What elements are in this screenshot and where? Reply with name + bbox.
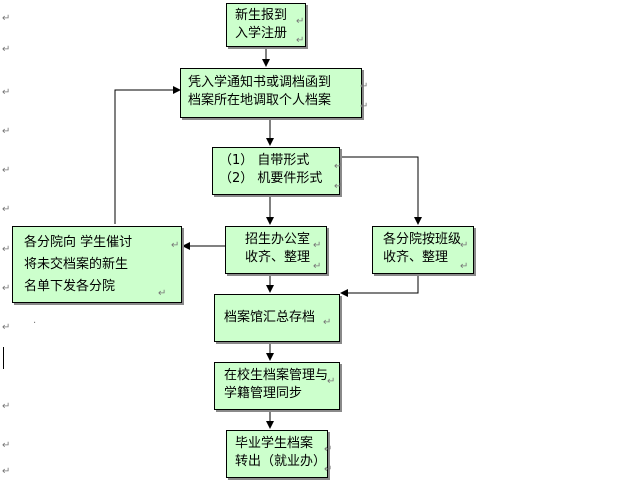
node-forms-line-1: （1） 自带形式	[219, 153, 310, 168]
node-archive-line-1: 档案馆汇总存档	[224, 310, 316, 325]
node-graduate: 毕业学生档案 转出（就业办）	[226, 430, 328, 478]
node-admissions: 招生办公室 收齐、整理	[225, 226, 327, 274]
margin-paragraph-mark: ↵	[2, 204, 11, 215]
paragraph-mark: ↵	[324, 464, 333, 475]
paragraph-mark: ↵	[296, 16, 305, 27]
node-sync: 在校生档案管理与 学籍管理同步	[214, 362, 340, 410]
node-graduate-line-2: 转出（就业办）	[235, 454, 327, 469]
margin-paragraph-mark: ↵	[2, 440, 11, 451]
node-urge-line-1: 各分院向 学生催讨	[24, 235, 133, 250]
paragraph-mark: ↵	[460, 240, 469, 251]
node-sync-line-1: 在校生档案管理与	[224, 368, 329, 383]
node-graduate-line-1: 毕业学生档案	[235, 436, 314, 451]
node-sync-line-2: 学籍管理同步	[224, 386, 303, 401]
paragraph-mark: ↵	[313, 240, 322, 251]
paragraph-mark: ↵	[327, 376, 336, 387]
margin-paragraph-mark: ↵	[2, 283, 11, 294]
margin-paragraph-mark: ↵	[2, 322, 11, 333]
paragraph-mark: ↵	[360, 81, 369, 92]
arrow-forms-to-branch-class	[340, 156, 422, 225]
paragraph-mark: ↵	[324, 444, 333, 455]
margin-paragraph-mark: ↵	[2, 165, 11, 176]
node-retrieve-line-2: 档案所在地调取个人档案	[188, 93, 332, 108]
paragraph-mark: ↵	[323, 317, 332, 328]
margin-paragraph-mark: ↵	[2, 44, 11, 55]
node-branch-class-line-2: 收齐、整理	[383, 250, 449, 265]
node-urge-line-3: 名单下发各分院	[24, 279, 116, 294]
node-retrieve-line-1: 凭入学通知书或调档函到	[188, 75, 332, 90]
node-branch-class-line-1: 各分院按班级	[383, 232, 462, 247]
arrow-branch-class-to-archive	[340, 274, 419, 297]
margin-paragraph-mark: ↵	[2, 466, 11, 477]
node-urge-line-2: 将未交档案的新生	[24, 257, 129, 272]
text-cursor	[3, 347, 4, 369]
node-register: 新生报到 入学注册	[226, 3, 306, 47]
node-forms-line-2: （2） 机要件形式	[219, 171, 323, 186]
node-archive: 档案馆汇总存档	[214, 294, 340, 342]
node-admissions-line-1: 招生办公室	[245, 232, 311, 247]
margin-paragraph-mark: ↵	[2, 401, 11, 412]
paragraph-mark: ↵	[158, 288, 167, 299]
paragraph-mark: ↵	[334, 181, 343, 192]
node-branch-class: 各分院按班级 收齐、整理	[372, 226, 474, 274]
node-retrieve: 凭入学通知书或调档函到 档案所在地调取个人档案	[180, 68, 362, 118]
margin-paragraph-mark: ↵	[2, 244, 11, 255]
node-admissions-line-2: 收齐、整理	[245, 250, 311, 265]
arrow-urge-to-retrieve	[114, 86, 181, 224]
margin-paragraph-mark: ↵	[2, 13, 11, 24]
paragraph-mark: ↵	[313, 261, 322, 272]
node-register-line-1: 新生报到	[235, 8, 288, 23]
node-forms: （1） 自带形式 （2） 机要件形式	[212, 147, 340, 195]
paragraph-mark: ↵	[171, 240, 180, 251]
paragraph-mark: ↵	[296, 35, 305, 46]
paragraph-mark: ↵	[360, 101, 369, 112]
stray-dot: ·	[33, 318, 37, 329]
margin-paragraph-mark: ↵	[2, 126, 11, 137]
paragraph-mark: ↵	[460, 261, 469, 272]
node-register-line-2: 入学注册	[235, 26, 288, 41]
paragraph-mark: ↵	[334, 161, 343, 172]
node-urge: 各分院向 学生催讨 将未交档案的新生 名单下发各分院	[12, 226, 182, 303]
margin-paragraph-mark: ↵	[2, 87, 11, 98]
